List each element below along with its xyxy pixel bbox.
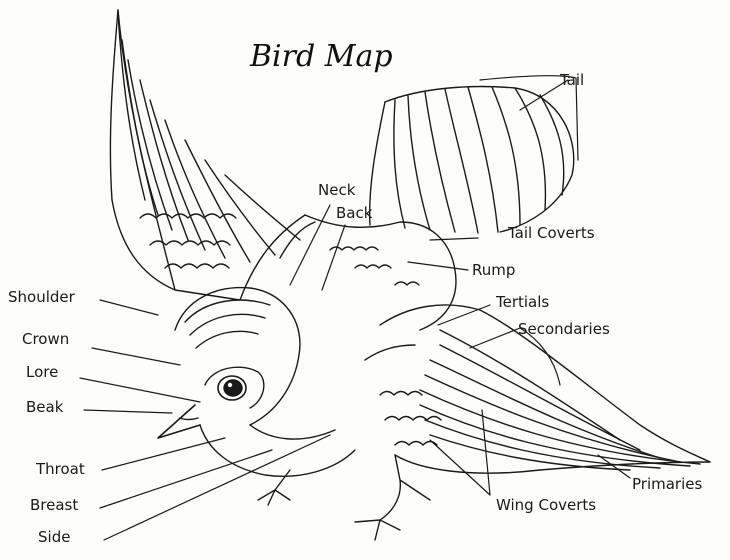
label-lore: Lore: [26, 365, 58, 380]
leader-breast: [100, 450, 272, 508]
leader-beak: [84, 410, 172, 413]
leader-crown: [92, 348, 180, 365]
label-tail: Tail: [560, 73, 584, 88]
label-tertials: Tertials: [496, 295, 549, 310]
label-side: Side: [38, 530, 70, 545]
label-secondaries: Secondaries: [518, 322, 610, 337]
leader-tertials: [438, 305, 490, 325]
leader-wing-coverts: [430, 410, 490, 495]
leader-throat: [102, 438, 225, 470]
leader-shoulder: [100, 300, 158, 315]
leader-tail-coverts: [430, 238, 478, 240]
leader-side: [104, 435, 330, 540]
label-beak: Beak: [26, 400, 63, 415]
label-crown: Crown: [22, 332, 69, 347]
leader-rump: [408, 262, 468, 270]
label-breast: Breast: [30, 498, 78, 513]
label-neck: Neck: [318, 183, 355, 198]
diagram-title: Bird Map: [250, 42, 393, 72]
leader-lore: [80, 378, 200, 402]
label-throat: Throat: [36, 462, 85, 477]
label-primaries: Primaries: [632, 477, 702, 492]
label-wing-coverts: Wing Coverts: [496, 498, 596, 513]
label-tail-coverts: Tail Coverts: [508, 226, 595, 241]
label-back: Back: [336, 206, 372, 221]
leader-back: [322, 225, 345, 290]
label-rump: Rump: [472, 263, 515, 278]
label-shoulder: Shoulder: [8, 290, 75, 305]
tail-feathers: [370, 87, 574, 233]
